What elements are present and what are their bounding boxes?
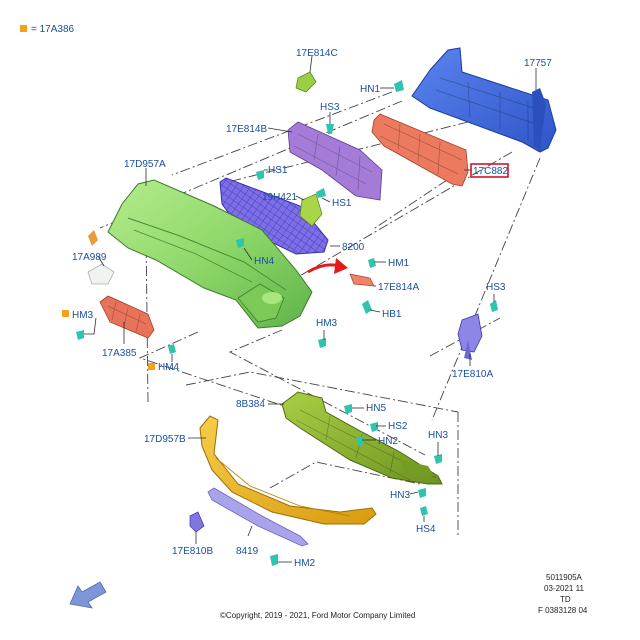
bracket-17e810b: [189, 511, 205, 533]
energy-absorber: [371, 113, 469, 187]
label-17c882: 17C882: [473, 166, 508, 177]
legend-text: = 17A386: [31, 24, 75, 35]
label-hn5: HN5: [366, 403, 386, 414]
label-hb1: HB1: [382, 309, 402, 320]
label-hn2: HN2: [378, 436, 398, 447]
label-17e814c: 17E814C: [296, 48, 338, 59]
label-hn1: HN1: [360, 84, 380, 95]
code-line-4: F 0383128 04: [538, 606, 588, 615]
fasteners: [76, 80, 498, 566]
front-direction-arrow-icon: [69, 581, 107, 609]
fog-lamp-cover: [87, 263, 115, 285]
label-17e814b: 17E814B: [226, 124, 267, 135]
small-bracket-c: [295, 71, 317, 93]
fastener-hm4-icon: [168, 344, 176, 354]
label-17d957b: 17D957B: [144, 434, 186, 445]
code-line-2: 03-2021 11: [544, 584, 584, 593]
fastener-hs4-icon: [420, 506, 428, 516]
lower-lip: [199, 415, 377, 525]
label-17e810b: 17E810B: [172, 546, 213, 557]
label-17d957a: 17D957A: [124, 159, 166, 170]
label-17a989: 17A989: [72, 252, 107, 263]
label-hs2: HS2: [388, 421, 408, 432]
grille-bracket: [287, 121, 383, 201]
small-clip-17a989: [88, 230, 98, 246]
grille: [219, 177, 329, 255]
label-hs1-a: HS1: [268, 165, 288, 176]
fastener-hs1-a-icon: [256, 170, 264, 180]
fastener-hm2-icon: [270, 554, 278, 566]
fastener-hs2-icon: [370, 422, 378, 432]
red-curved-arrow-icon: [307, 258, 348, 274]
fastener-hb1-icon: [362, 300, 372, 314]
fastener-hn4-icon: [236, 238, 244, 248]
legend-marker: [20, 25, 27, 32]
label-17757: 17757: [524, 58, 552, 69]
bumper-cover: [107, 179, 313, 329]
label-17a385: 17A385: [102, 348, 137, 359]
bracket-19h421: [299, 193, 323, 227]
label-hm2: HM2: [294, 558, 316, 569]
label-8419: 8419: [236, 546, 259, 557]
highlight-box-17c882: [470, 163, 509, 178]
label-hn3-right: HN3: [428, 430, 448, 441]
marker-hm3-left: [62, 310, 69, 317]
fastener-hn3-right-icon: [434, 454, 442, 464]
label-hs1-b: HS1: [332, 198, 352, 209]
code-line-1: 5011905A: [546, 573, 583, 582]
right-bracket: [457, 313, 483, 360]
label-hs4: HS4: [416, 524, 436, 535]
label-17e810a: 17E810A: [452, 369, 493, 380]
label-19h421: 19H421: [262, 192, 297, 203]
label-hm1: HM1: [388, 258, 410, 269]
fastener-hn3-bottom-icon: [418, 488, 426, 498]
fastener-hs3-right-icon: [490, 300, 498, 312]
label-8b384: 8B384: [236, 399, 265, 410]
label-8200: 8200: [342, 242, 365, 253]
fastener-hs1-b-icon: [316, 188, 326, 198]
clip-17e814a: [349, 273, 375, 287]
label-hs3-right: HS3: [486, 282, 506, 293]
label-hs3-top: HS3: [320, 102, 340, 113]
label-hm3-mid: HM3: [316, 318, 338, 329]
fastener-hn2-icon: [356, 436, 364, 446]
fastener-hm1-icon: [368, 258, 376, 268]
marker-hm4: [148, 363, 155, 370]
label-hm4: HM4: [158, 362, 180, 373]
label-hm3-left: HM3: [72, 310, 94, 321]
fastener-hm3-mid-icon: [318, 338, 326, 348]
copyright-text: ©Copyright, 2019 - 2021, Ford Motor Comp…: [220, 611, 415, 620]
side-bracket: [99, 295, 155, 339]
label-hn4: HN4: [254, 256, 274, 267]
label-hn3-bottom: HN3: [390, 490, 410, 501]
fastener-hm3-left-icon: [76, 330, 84, 340]
reinforcement-beam: [411, 47, 557, 153]
leader-lines: [84, 55, 537, 563]
fastener-hn1-icon: [394, 80, 404, 92]
fastener-hn5-icon: [344, 404, 352, 414]
code-line-3: TD: [560, 595, 571, 604]
trim-strip: [207, 487, 309, 547]
label-17e814a: 17E814A: [378, 282, 419, 293]
fastener-hs3-top-icon: [326, 124, 334, 134]
